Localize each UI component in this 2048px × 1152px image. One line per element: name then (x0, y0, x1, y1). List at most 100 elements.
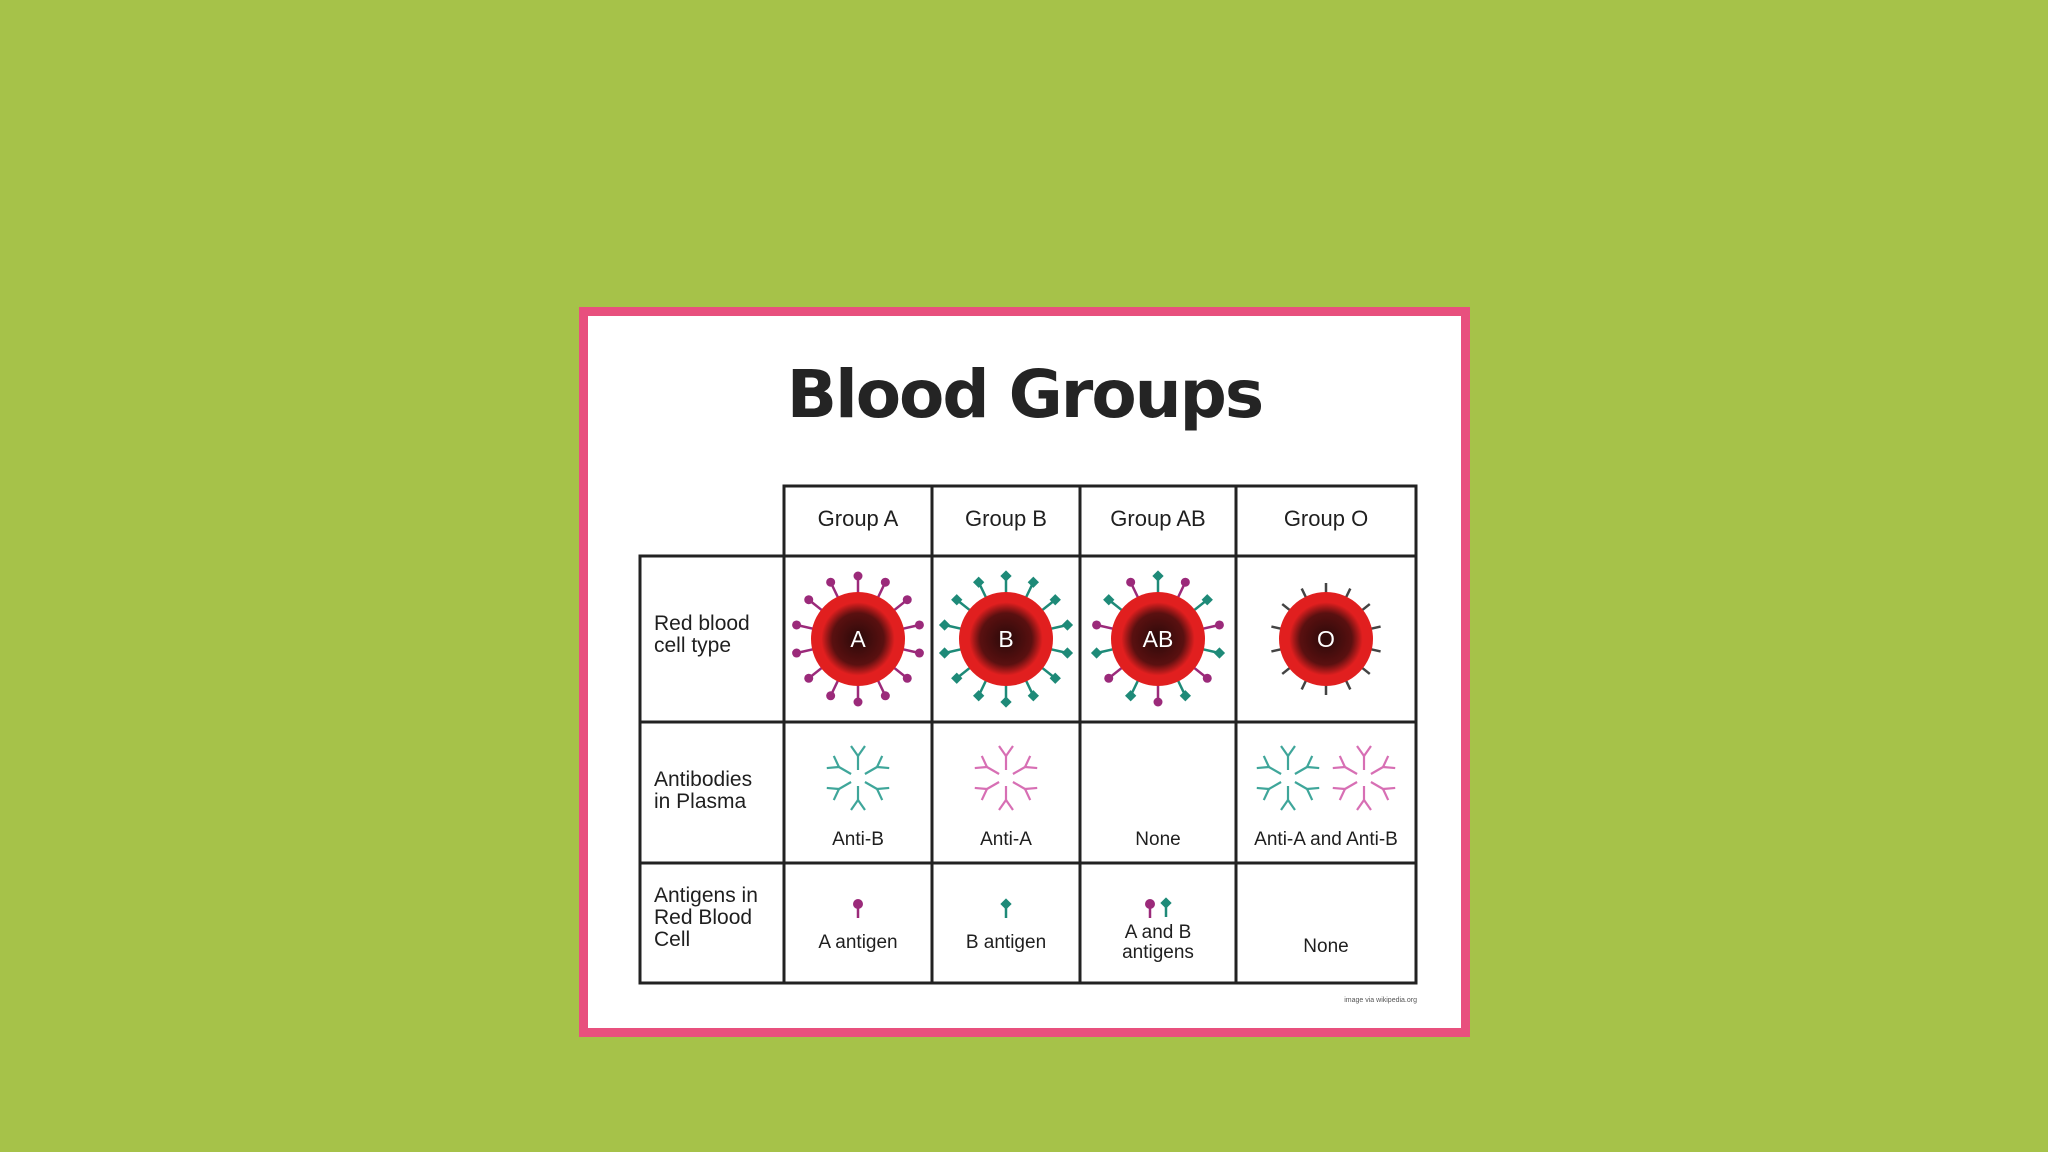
antibody-illustrations (826, 745, 1396, 811)
rbc-letter: A (850, 626, 866, 652)
anti-b-cluster-group-a (826, 745, 890, 811)
antigen-label-group-o: None (1303, 936, 1349, 957)
a-antigen-head (880, 691, 890, 701)
antibody-y (1294, 781, 1320, 801)
antibody-label-group-a: Anti-B (832, 829, 884, 850)
a-antigen-head (826, 691, 836, 701)
a-antigen-head (1153, 697, 1163, 707)
rbc-letter: B (998, 626, 1013, 652)
a-antigen-head (826, 577, 836, 587)
image-credit: image via wikipedia.org (1344, 997, 1417, 1004)
antibody-y (850, 745, 866, 770)
a-antigen-head (914, 620, 924, 630)
rbc-group-a: A (792, 571, 924, 707)
a-antigen-head (1126, 577, 1136, 587)
b-antigen-head (938, 647, 951, 659)
antibody-y (864, 755, 890, 775)
a-antigen-head (804, 595, 814, 605)
antigen-label-group-ab: A and B antigens (1122, 922, 1194, 963)
a-antigen-head (804, 673, 814, 683)
antibody-y (1280, 786, 1296, 811)
antibody-label-group-b: Anti-A (980, 829, 1032, 850)
antibody-y (1356, 786, 1372, 811)
b-antigen-head (1061, 647, 1074, 659)
b-antigen-head (1179, 690, 1191, 702)
b-antigen-head (1213, 647, 1226, 659)
antibody-y (1012, 755, 1038, 775)
b-antigen-head (1049, 594, 1061, 606)
rbc-group-b: B (938, 570, 1074, 708)
b-antigen-head (973, 576, 985, 588)
antibody-y (864, 781, 890, 801)
antibody-y (1256, 755, 1282, 775)
anti-a-cluster-group-b (974, 745, 1038, 811)
a-antigen-head (1180, 577, 1190, 587)
b-antigen-icon-ab (1160, 897, 1172, 917)
rbc-group-o: O (1271, 583, 1381, 695)
a-antigen-head (880, 577, 890, 587)
column-header-group-b: Group B (965, 506, 1047, 531)
antibody-label-group-ab: None (1135, 829, 1181, 850)
b-antigen-head (1061, 619, 1074, 631)
a-antigen-head (902, 595, 912, 605)
a-antigen-icon-ab (1145, 899, 1155, 918)
a-antigen-head (1214, 620, 1224, 630)
antibody-y (974, 781, 1000, 801)
column-header-group-o: Group O (1283, 506, 1369, 531)
b-antigen-head (938, 619, 951, 631)
a-antigen-head (1104, 673, 1114, 683)
a-antigen-head (902, 673, 912, 683)
antibody-y (826, 755, 852, 775)
a-antigen-head (1202, 673, 1212, 683)
b-antigen-head (1000, 696, 1012, 708)
anti-a-cluster-group-o (1332, 745, 1396, 811)
rbc-letter: O (1317, 626, 1335, 652)
column-header-group-a: Group A (817, 506, 899, 531)
page-title: Blood Groups (786, 356, 1264, 433)
antibody-y (850, 786, 866, 811)
a-antigen-icon (853, 899, 863, 918)
antigen-label-group-b: B antigen (965, 932, 1047, 953)
antibody-y (1370, 781, 1396, 801)
a-antigen-head (1092, 620, 1102, 630)
b-antigen-head (1125, 690, 1137, 702)
rbc-body (811, 592, 905, 686)
antibody-y (974, 755, 1000, 775)
b-antigen-head (973, 690, 985, 702)
a-antigen-head (792, 648, 802, 658)
rbc-letter: AB (1143, 626, 1174, 652)
antibody-y (1294, 755, 1320, 775)
rbc-body (1111, 592, 1205, 686)
b-antigen-head (951, 594, 963, 606)
b-antigen-icon (1000, 898, 1012, 918)
a-antigen-head (853, 571, 863, 581)
antigen-label-group-a: A antigen (818, 932, 898, 953)
b-antigen-head (1049, 672, 1061, 684)
antibody-y (1256, 781, 1282, 801)
a-antigen-head (792, 620, 802, 630)
antibody-y (1370, 755, 1396, 775)
row-label-rbc-type: Red blood cell type (654, 612, 750, 657)
antibody-y (1356, 745, 1372, 770)
b-antigen-head (1027, 690, 1039, 702)
rbc-body (959, 592, 1053, 686)
b-antigen-head (951, 672, 963, 684)
antibody-y (1012, 781, 1038, 801)
antibody-y (826, 781, 852, 801)
b-antigen-head (1103, 594, 1115, 606)
body-border (638, 554, 1418, 985)
row-label-antibodies: Antibodies in Plasma (654, 768, 753, 813)
antibody-y (998, 786, 1014, 811)
anti-b-cluster-group-o (1256, 745, 1320, 811)
antibody-y (1332, 781, 1358, 801)
antibody-y (998, 745, 1014, 770)
rbc-group-ab: AB (1090, 570, 1226, 707)
b-antigen-head (1201, 594, 1213, 606)
row-label-antigens: Antigens in Red Blood Cell (654, 884, 758, 951)
b-antigen-head (1152, 570, 1164, 582)
column-header-group-ab: Group AB (1110, 506, 1206, 531)
b-antigen-head (1090, 647, 1103, 659)
